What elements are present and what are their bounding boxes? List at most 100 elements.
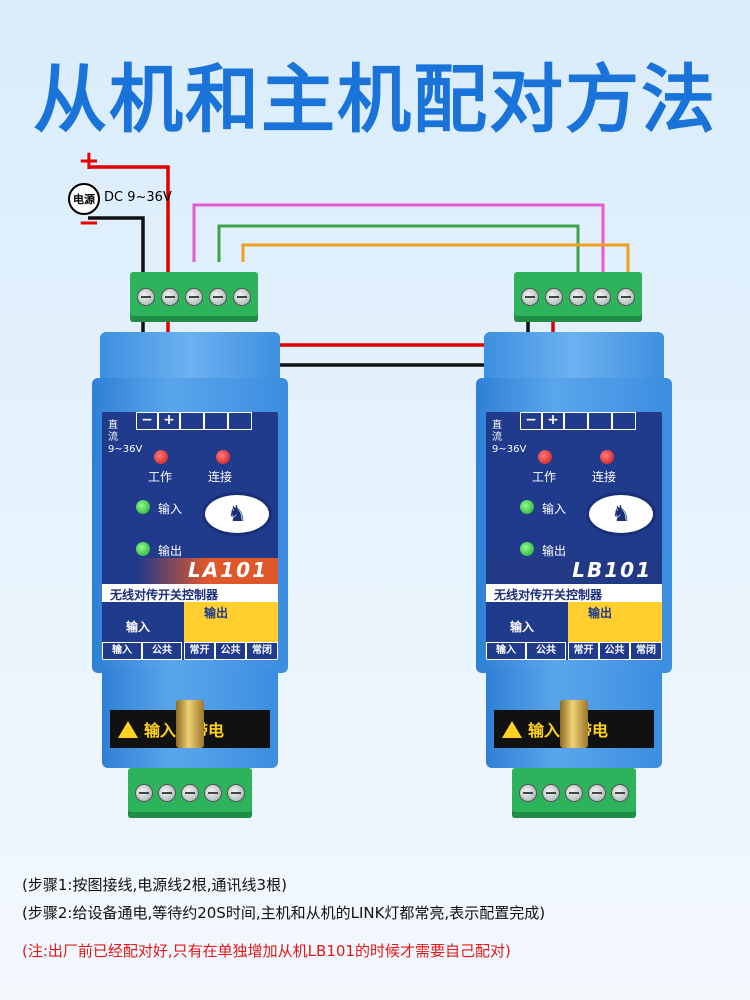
nc-cell: 常闭 xyxy=(246,642,278,660)
output-box: 输出 常开 公共 常闭 xyxy=(184,602,278,660)
plus-terminal-label: + xyxy=(542,412,564,430)
step1-note: (步骤1:按图接线,电源线2根,通讯线3根) xyxy=(22,876,287,894)
input-box: 输入 输入 公共 xyxy=(486,602,568,660)
common-cell: 公共 xyxy=(142,642,182,660)
minus-terminal-label: − xyxy=(136,412,158,430)
input-box: 输入 输入 公共 xyxy=(102,602,184,660)
polarity-row: − + xyxy=(136,412,252,430)
wire-green xyxy=(217,224,580,285)
antenna-connector-icon xyxy=(560,700,588,748)
terminal-blank xyxy=(228,412,252,430)
antenna-connector-icon xyxy=(176,700,204,748)
step2-note: (步骤2:给设备通电,等待约20S时间,主机和从机的LINK灯都常亮,表示配置完… xyxy=(22,904,546,922)
model-band: LB101 xyxy=(486,558,662,584)
power-range-label: 直流9~36V xyxy=(492,420,527,455)
screw-icon xyxy=(185,288,203,306)
screw-icon xyxy=(569,288,587,306)
common-cell: 公共 xyxy=(526,642,566,660)
horse-logo-icon: ♞ xyxy=(202,492,272,536)
input-cells: 输入 公共 xyxy=(102,642,182,660)
work-led-label: 工作 xyxy=(148,470,173,484)
power-voltage-label: DC 9~36V xyxy=(104,190,172,205)
input-led xyxy=(520,500,534,514)
screw-icon xyxy=(617,288,635,306)
screw-icon xyxy=(204,784,223,802)
model-number: LB101 xyxy=(572,558,652,582)
screw-icon xyxy=(227,784,246,802)
screw-icon xyxy=(541,784,560,802)
output-led-label: 输出 xyxy=(158,544,183,558)
work-led xyxy=(154,450,168,464)
terminal-block-bottom xyxy=(128,768,252,818)
product-name: 无线对传开关控制器 xyxy=(102,584,278,606)
no-cell: 常开 xyxy=(184,642,215,660)
no-cell: 常开 xyxy=(568,642,599,660)
plus-sign: + xyxy=(78,146,100,176)
screw-icon xyxy=(545,288,563,306)
screw-icon xyxy=(521,288,539,306)
screw-icon xyxy=(611,784,630,802)
output-title: 输出 xyxy=(588,606,613,620)
minus-sign: − xyxy=(78,208,100,238)
front-panel: 直流9~36V − + 工作 连接 输入 输出 ♞ LB101 无线对传开关控制… xyxy=(486,412,662,660)
wire-orange xyxy=(241,243,630,285)
input-led xyxy=(136,500,150,514)
terminal-block-bottom xyxy=(512,768,636,818)
input-led-label: 输入 xyxy=(542,502,567,516)
screw-icon xyxy=(161,288,179,306)
housing-top xyxy=(100,332,280,382)
com-cell: 公共 xyxy=(599,642,630,660)
screw-icon xyxy=(180,784,199,802)
screw-icon xyxy=(209,288,227,306)
polarity-row: − + xyxy=(520,412,636,430)
link-led xyxy=(216,450,230,464)
output-title: 输出 xyxy=(204,606,229,620)
terminal-block-top xyxy=(514,272,642,322)
input-title: 输入 xyxy=(510,620,535,634)
screw-icon xyxy=(233,288,251,306)
input-cells: 输入 公共 xyxy=(486,642,566,660)
input-led-label: 输入 xyxy=(158,502,183,516)
input-cell: 输入 xyxy=(486,642,526,660)
screw-icon xyxy=(137,288,155,306)
screw-icon xyxy=(588,784,607,802)
page-title: 从机和主机配对方法 xyxy=(33,57,717,143)
terminal-blank xyxy=(180,412,204,430)
model-band: LA101 xyxy=(102,558,278,584)
plus-terminal-label: + xyxy=(158,412,180,430)
terminal-block-top xyxy=(130,272,258,322)
work-led-label: 工作 xyxy=(532,470,557,484)
link-led xyxy=(600,450,614,464)
horse-logo-icon: ♞ xyxy=(586,492,656,536)
minus-terminal-label: − xyxy=(520,412,542,430)
terminal-blank xyxy=(612,412,636,430)
output-led xyxy=(136,542,150,556)
nc-cell: 常闭 xyxy=(630,642,662,660)
input-cell: 输入 xyxy=(102,642,142,660)
model-number: LA101 xyxy=(188,558,268,582)
link-led-label: 连接 xyxy=(208,470,233,484)
io-label-area: 输入 输入 公共 输出 常开 公共 常闭 xyxy=(486,602,662,660)
screw-icon xyxy=(157,784,176,802)
screw-icon xyxy=(593,288,611,306)
front-panel: 直流9~36V − + 工作 连接 输入 输出 ♞ LA101 无线对传开关控制… xyxy=(102,412,278,660)
terminal-blank xyxy=(588,412,612,430)
output-led xyxy=(520,542,534,556)
output-box: 输出 常开 公共 常闭 xyxy=(568,602,662,660)
screw-icon xyxy=(134,784,153,802)
warning-icon xyxy=(118,720,138,738)
output-cells: 常开 公共 常闭 xyxy=(568,642,662,660)
factory-remark: (注:出厂前已经配对好,只有在单独增加从机LB101的时候才需要自己配对) xyxy=(22,942,511,960)
output-led-label: 输出 xyxy=(542,544,567,558)
terminal-blank xyxy=(564,412,588,430)
input-title: 输入 xyxy=(126,620,151,634)
link-led-label: 连接 xyxy=(592,470,617,484)
output-cells: 常开 公共 常闭 xyxy=(184,642,278,660)
housing-top xyxy=(484,332,664,382)
power-source-icon: 电源 xyxy=(68,183,100,215)
warning-icon xyxy=(502,720,522,738)
screw-icon xyxy=(564,784,583,802)
power-range-label: 直流9~36V xyxy=(108,420,143,455)
product-name: 无线对传开关控制器 xyxy=(486,584,662,606)
